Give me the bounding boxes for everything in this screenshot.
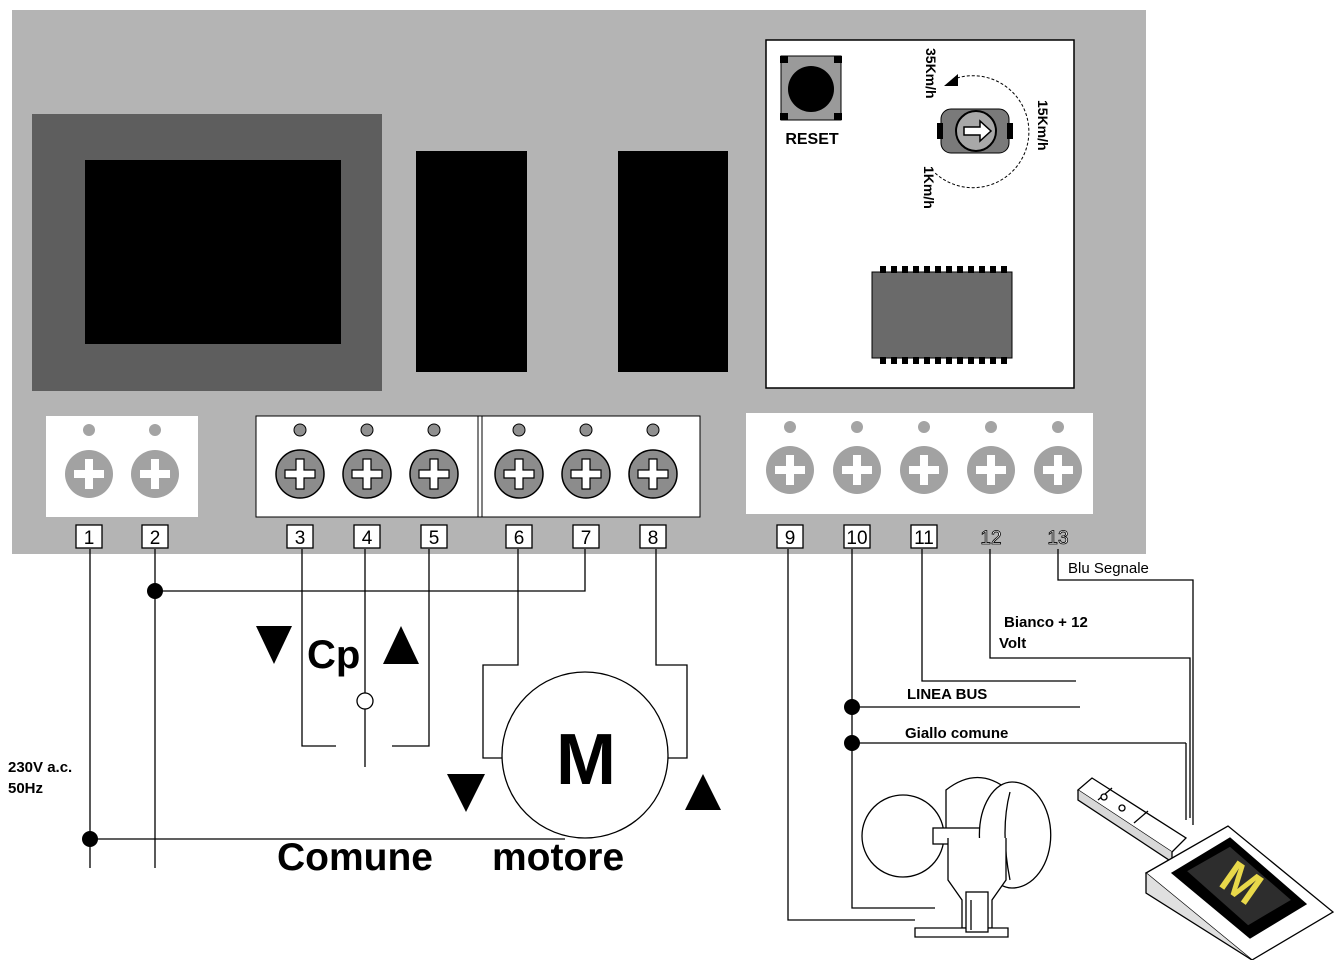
microchip xyxy=(871,266,1013,364)
svg-text:1: 1 xyxy=(84,528,95,549)
terminal-number: 6 xyxy=(505,524,533,549)
bianco-label: Bianco + 12 xyxy=(1004,614,1088,631)
svg-text:5: 5 xyxy=(429,528,440,549)
terminal-screw[interactable] xyxy=(409,423,459,499)
reset-label: RESET xyxy=(785,131,839,148)
terminal-number: 4 xyxy=(353,524,381,549)
speed-low-label: 1Km/h xyxy=(921,166,937,209)
supply-voltage-label: 230V a.c. xyxy=(8,759,72,776)
volt-label: Volt xyxy=(999,635,1026,652)
terminal-number: 12 xyxy=(980,528,1002,550)
svg-text:4: 4 xyxy=(362,528,373,549)
terminal-number: 9 xyxy=(776,524,804,549)
svg-text:8: 8 xyxy=(648,528,659,549)
terminal-screw[interactable] xyxy=(833,421,881,494)
down-triangle-icon xyxy=(447,774,485,812)
svg-text:13: 13 xyxy=(1047,528,1068,549)
svg-text:6: 6 xyxy=(514,528,525,549)
sensor-module: M xyxy=(1076,777,1335,960)
transformer-core xyxy=(85,160,341,344)
down-triangle-icon xyxy=(256,626,292,664)
terminal-number: 3 xyxy=(286,524,314,549)
up-triangle-icon xyxy=(383,626,419,664)
comune-label: Comune xyxy=(277,836,433,879)
terminal-number: 5 xyxy=(420,524,448,549)
terminal-screw[interactable] xyxy=(628,423,678,499)
terminal-number: 8 xyxy=(639,524,667,549)
terminal-screw[interactable] xyxy=(900,421,948,494)
terminal-number: 13 xyxy=(1047,528,1069,550)
svg-text:10: 10 xyxy=(846,528,867,549)
relay-1 xyxy=(416,151,527,372)
junction-dot xyxy=(82,831,98,847)
motore-label: motore xyxy=(492,836,624,879)
anemometer xyxy=(861,777,1052,938)
wires xyxy=(89,549,1194,921)
terminal-number: 7 xyxy=(572,524,600,549)
svg-text:3: 3 xyxy=(295,528,306,549)
terminal-screw[interactable] xyxy=(131,424,179,498)
svg-text:9: 9 xyxy=(785,528,796,549)
linea-bus-label: LINEA BUS xyxy=(907,686,987,703)
motor-label: M xyxy=(556,720,616,800)
terminal-screw[interactable] xyxy=(342,423,392,499)
speed-high-label: 35Km/h xyxy=(923,48,939,99)
relay-2 xyxy=(618,151,728,372)
svg-text:12: 12 xyxy=(980,528,1001,549)
terminal-screw[interactable] xyxy=(967,421,1015,494)
junction-dot xyxy=(844,735,860,751)
supply-frequency-label: 50Hz xyxy=(8,780,43,797)
terminal-screw[interactable] xyxy=(1034,421,1082,494)
svg-text:7: 7 xyxy=(581,528,592,549)
terminal-screw[interactable] xyxy=(65,424,113,498)
motor-symbol xyxy=(501,671,669,839)
svg-text:11: 11 xyxy=(914,528,934,549)
svg-text:2: 2 xyxy=(150,528,161,549)
terminal-screw[interactable] xyxy=(766,421,814,494)
giallo-comune-label: Giallo comune xyxy=(905,725,1008,742)
terminal-screw[interactable] xyxy=(494,423,544,499)
blu-segnale-label: Blu Segnale xyxy=(1068,560,1149,577)
terminal-screw[interactable] xyxy=(275,423,325,499)
junction-dot xyxy=(147,583,163,599)
terminal-screw[interactable] xyxy=(561,423,611,499)
speed-mid-label: 15Km/h xyxy=(1035,100,1051,151)
junction-dot xyxy=(844,699,860,715)
up-triangle-icon xyxy=(685,774,721,810)
terminal-number: 1 xyxy=(75,524,103,549)
terminal-number: 10 xyxy=(843,524,871,549)
switch-pivot xyxy=(356,692,374,710)
terminal-number: 2 xyxy=(141,524,169,549)
terminal-number: 11 xyxy=(910,524,938,549)
reset-button[interactable] xyxy=(780,55,842,121)
speed-trimmer[interactable] xyxy=(933,74,1030,189)
cp-label: Cp xyxy=(307,633,360,677)
